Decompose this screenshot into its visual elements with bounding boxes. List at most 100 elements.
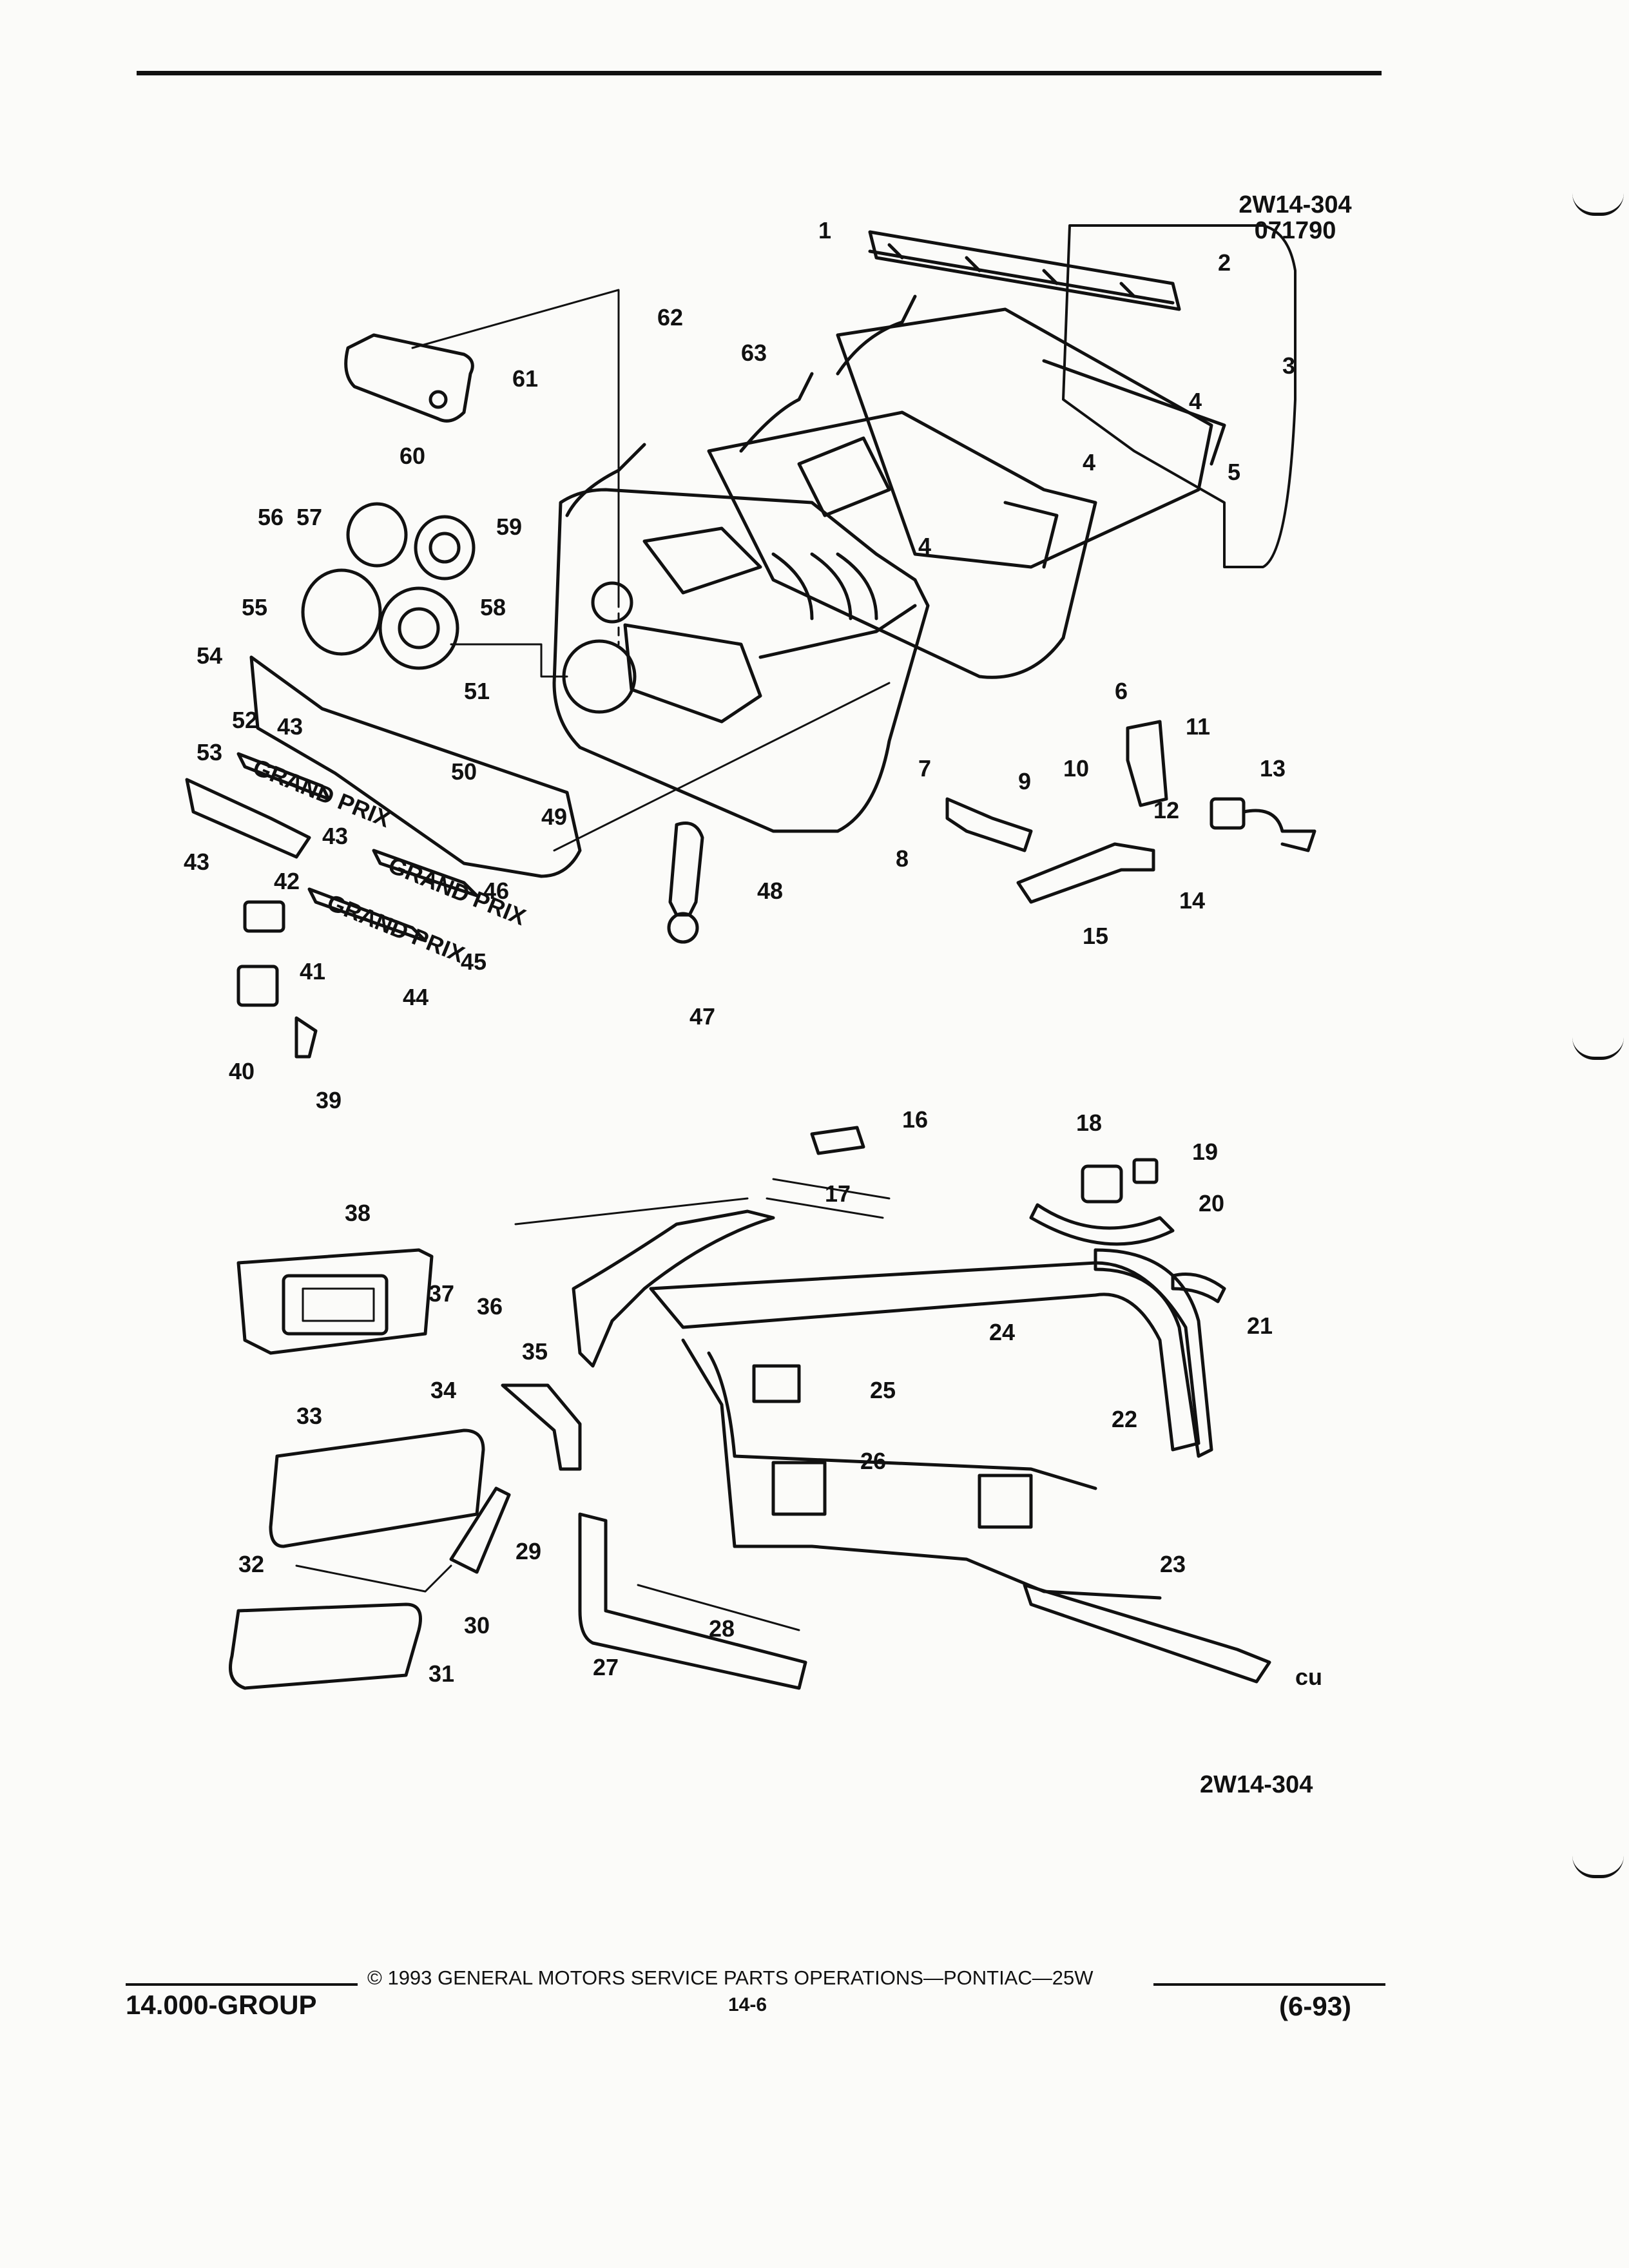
callout-15: 15 — [1083, 923, 1108, 949]
margin-mark — [1572, 1037, 1624, 1060]
callout-57: 57 — [296, 504, 322, 530]
clip-21 — [1171, 1273, 1226, 1303]
callout-26: 26 — [860, 1448, 886, 1474]
strap-15 — [1016, 842, 1155, 904]
callout-18: 18 — [1076, 1110, 1102, 1136]
connector-39 — [294, 1016, 318, 1059]
harness-13 — [1242, 809, 1316, 852]
callout-39: 39 — [316, 1087, 342, 1113]
callout-13: 13 — [1260, 755, 1286, 782]
footer-rule-right — [1153, 1983, 1385, 1986]
callout-55: 55 — [242, 594, 267, 620]
window-crank — [668, 822, 704, 917]
callout-34: 34 — [430, 1377, 456, 1403]
callout-56: 56 — [258, 504, 284, 530]
switch-40 — [236, 965, 279, 1007]
drawing-code-block: 2W14-304 071790 — [1211, 192, 1379, 244]
drawing-date: 071790 — [1254, 217, 1336, 244]
callout-4: 4 — [1189, 388, 1202, 414]
callout-48: 48 — [757, 878, 783, 904]
corner-mark: cu — [1295, 1664, 1322, 1690]
callout-17: 17 — [825, 1180, 851, 1207]
callout-58: 58 — [480, 594, 506, 620]
callout-41: 41 — [300, 958, 325, 985]
callout-53: 53 — [197, 739, 222, 765]
sill-plate-27 — [578, 1512, 807, 1690]
revision-date: (6-93) — [1279, 1991, 1352, 2021]
callout-63: 63 — [741, 340, 767, 366]
callout-40: 40 — [229, 1058, 255, 1084]
handle-20 — [1029, 1203, 1175, 1246]
callout-49: 49 — [541, 803, 567, 830]
callout-47: 47 — [689, 1003, 715, 1030]
callout-44: 44 — [403, 984, 429, 1010]
clip-16 — [810, 1126, 865, 1155]
weatherstrip-22 — [1094, 1248, 1213, 1458]
upper-garnish-molding — [868, 230, 1181, 311]
callout-46: 46 — [483, 878, 509, 904]
callout-27: 27 — [593, 1654, 619, 1680]
door-trim-panel-middle — [707, 372, 1097, 679]
door-trim-panel-front — [552, 443, 930, 833]
bracket-9 — [945, 797, 1033, 852]
callout-22: 22 — [1112, 1406, 1137, 1432]
nameplate-44 — [307, 887, 427, 943]
callout-43-repeat: 43 — [322, 823, 348, 849]
callout-62: 62 — [657, 304, 683, 331]
rearview-mirror-34 — [269, 1428, 485, 1548]
callout-6: 6 — [1115, 678, 1128, 704]
pad-11 — [1126, 720, 1168, 807]
callout-45: 45 — [461, 948, 487, 975]
mirror-bracket-35 — [501, 1383, 582, 1471]
page-number: 14-6 — [728, 1994, 767, 2015]
callout-38: 38 — [345, 1200, 371, 1226]
nameplate-45 — [372, 849, 479, 898]
callout-52: 52 — [232, 707, 258, 733]
callout-1: 1 — [818, 217, 831, 244]
callout-25: 25 — [870, 1377, 896, 1403]
callout-11: 11 — [1186, 713, 1210, 740]
callout-2: 2 — [1218, 249, 1231, 276]
callout-37: 37 — [429, 1280, 454, 1307]
nameplate-52 — [236, 752, 331, 801]
sill-plate-23 — [1023, 1583, 1271, 1684]
sunvisor — [236, 1248, 434, 1355]
callout-59: 59 — [496, 514, 522, 540]
callout-7: 7 — [918, 755, 931, 782]
margin-mark — [1572, 193, 1624, 216]
callout-31: 31 — [429, 1660, 454, 1687]
callout-4-repeat: 4 — [918, 533, 931, 559]
armrest-pad — [249, 655, 582, 878]
clip-19 — [1132, 1158, 1159, 1184]
callout-54: 54 — [197, 642, 222, 669]
switch-41 — [243, 900, 285, 933]
callout-23: 23 — [1160, 1551, 1186, 1577]
speakers — [301, 502, 476, 670]
callout-33: 33 — [296, 1403, 322, 1429]
callout-3: 3 — [1282, 352, 1295, 379]
callout-32: 32 — [238, 1551, 264, 1577]
margin-mark — [1572, 1856, 1624, 1878]
drawing-code: 2W14-304 — [1239, 191, 1352, 218]
callout-20: 20 — [1199, 1190, 1224, 1216]
callout-24: 24 — [989, 1319, 1015, 1345]
group-label: 14.000-GROUP — [126, 1990, 317, 2020]
callout-19: 19 — [1192, 1139, 1218, 1165]
callout-42: 42 — [274, 868, 300, 894]
callout-16: 16 — [902, 1106, 928, 1133]
callout-8: 8 — [896, 845, 909, 872]
callout-21: 21 — [1247, 1312, 1273, 1339]
rearview-mirror-31 — [229, 1602, 422, 1690]
callout-36: 36 — [477, 1293, 503, 1320]
callout-35: 35 — [522, 1338, 548, 1365]
bracket-30 — [449, 1486, 511, 1574]
pull-handle-bezel — [344, 333, 474, 423]
callout-29: 29 — [516, 1538, 541, 1564]
callout-5: 5 — [1228, 459, 1240, 485]
weatherstrip-36 — [572, 1209, 775, 1368]
callout-50: 50 — [451, 758, 477, 785]
callout-43: 43 — [277, 713, 303, 740]
callout-10: 10 — [1063, 755, 1089, 782]
